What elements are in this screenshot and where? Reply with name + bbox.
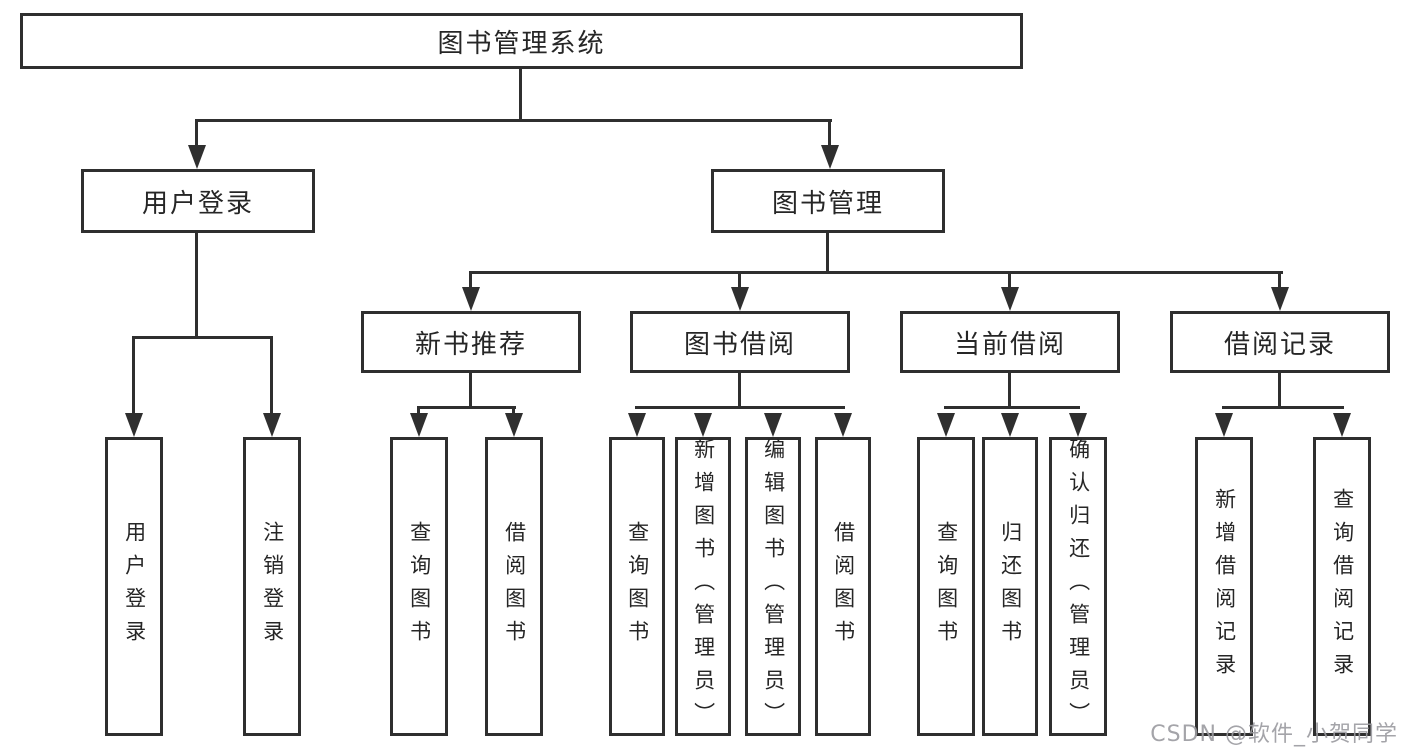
arrow-down-borrowrecord [1271,287,1289,311]
arrow-down-g2-2 [505,413,523,437]
node-borrow-records: 借阅记录 [1170,311,1390,373]
node-g3-add-book-admin-label: 新增图书（管理员） [691,438,716,735]
arrow-down-g4-3 [1069,413,1087,437]
node-g2-borrow-books-label: 借阅图书 [502,520,527,653]
node-g4-query-books: 查询图书 [917,437,975,736]
node-g4-confirm-return-admin: 确认归还（管理员） [1049,437,1107,736]
connector-login-leaf-drop [132,338,135,418]
connector-g3-stub [738,373,741,409]
node-library-system: 图书管理系统 [20,13,1023,69]
node-g3-query-books: 查询图书 [609,437,665,736]
node-g3-edit-book-admin-label: 编辑图书（管理员） [761,438,786,735]
connector-root-stub [519,69,522,121]
node-g2-query-books: 查询图书 [390,437,448,736]
connector-user-login-rail [132,336,273,339]
connector-borrowrecord-drop [1278,273,1281,293]
connector-book-mgmt-drop [828,120,831,150]
node-book-borrow-label: 图书借阅 [683,329,796,360]
node-borrow-records-label: 借阅记录 [1223,329,1336,360]
node-g3-add-book-admin: 新增图书（管理员） [675,437,731,736]
arrow-down-g3-2 [694,413,712,437]
connector-newbook-drop [469,273,472,293]
connector-g5-stub [1278,373,1281,409]
node-g2-borrow-books: 借阅图书 [485,437,543,736]
node-library-system-label: 图书管理系统 [437,28,606,59]
connector-level3-rail [469,271,1283,274]
arrow-down-currentborrow [1001,287,1019,311]
node-user-login-branch: 用户登录 [81,169,315,233]
node-g4-return-books: 归还图书 [982,437,1038,736]
node-book-borrow: 图书借阅 [630,311,850,373]
arrow-down-user-login [188,145,206,169]
connector-g2-rail [417,406,516,409]
arrow-down-newbook [462,287,480,311]
node-g5-query-borrow-record-label: 查询借阅记录 [1330,487,1355,686]
arrow-down-logout-leaf [263,413,281,437]
arrow-down-g3-1 [628,413,646,437]
arrow-down-g5-1 [1215,413,1233,437]
connector-g4-rail [944,406,1080,409]
node-g3-edit-book-admin: 编辑图书（管理员） [745,437,801,736]
arrow-down-bookborrow [731,287,749,311]
connector-bookborrow-drop [738,273,741,293]
node-logout-leaf: 注销登录 [243,437,301,736]
node-new-book-recommend: 新书推荐 [361,311,581,373]
node-g5-query-borrow-record: 查询借阅记录 [1313,437,1371,736]
arrow-down-book-mgmt [821,145,839,169]
node-current-borrow-label: 当前借阅 [953,329,1066,360]
connector-logout-leaf-drop [270,338,273,418]
connector-book-mgmt-stub [826,233,829,274]
node-g3-query-books-label: 查询图书 [625,520,650,653]
node-user-login-leaf: 用户登录 [105,437,163,736]
node-book-management-branch-label: 图书管理 [771,188,884,219]
arrow-down-g2-1 [410,413,428,437]
node-new-book-recommend-label: 新书推荐 [414,329,527,360]
connector-g5-rail [1222,406,1344,409]
node-g5-add-borrow-record: 新增借阅记录 [1195,437,1253,736]
node-g2-query-books-label: 查询图书 [407,520,432,653]
node-g5-add-borrow-record-label: 新增借阅记录 [1212,487,1237,686]
connector-user-login-stub [195,233,198,339]
connector-g2-stub [469,373,472,409]
arrow-down-g4-1 [937,413,955,437]
arrow-down-login-leaf [125,413,143,437]
arrow-down-g3-3 [764,413,782,437]
node-g3-borrow-books: 借阅图书 [815,437,871,736]
arrow-down-g3-4 [834,413,852,437]
node-g4-query-books-label: 查询图书 [934,520,959,653]
node-g4-return-books-label: 归还图书 [998,520,1023,653]
arrow-down-g5-2 [1333,413,1351,437]
node-user-login-branch-label: 用户登录 [141,188,254,219]
node-g3-borrow-books-label: 借阅图书 [831,520,856,653]
csdn-watermark: CSDN @软件_小贺同学 [1150,722,1398,747]
node-logout-leaf-label: 注销登录 [260,520,285,653]
node-g4-confirm-return-admin-label: 确认归还（管理员） [1066,438,1091,735]
connector-g4-stub [1008,373,1011,409]
arrow-down-g4-2 [1001,413,1019,437]
connector-g3-rail [635,406,845,409]
node-book-management-branch: 图书管理 [711,169,945,233]
node-user-login-leaf-label: 用户登录 [122,520,147,653]
node-current-borrow: 当前借阅 [900,311,1120,373]
connector-currentborrow-drop [1008,273,1011,293]
connector-user-login-drop [195,120,198,150]
connector-level2-rail [195,119,832,122]
